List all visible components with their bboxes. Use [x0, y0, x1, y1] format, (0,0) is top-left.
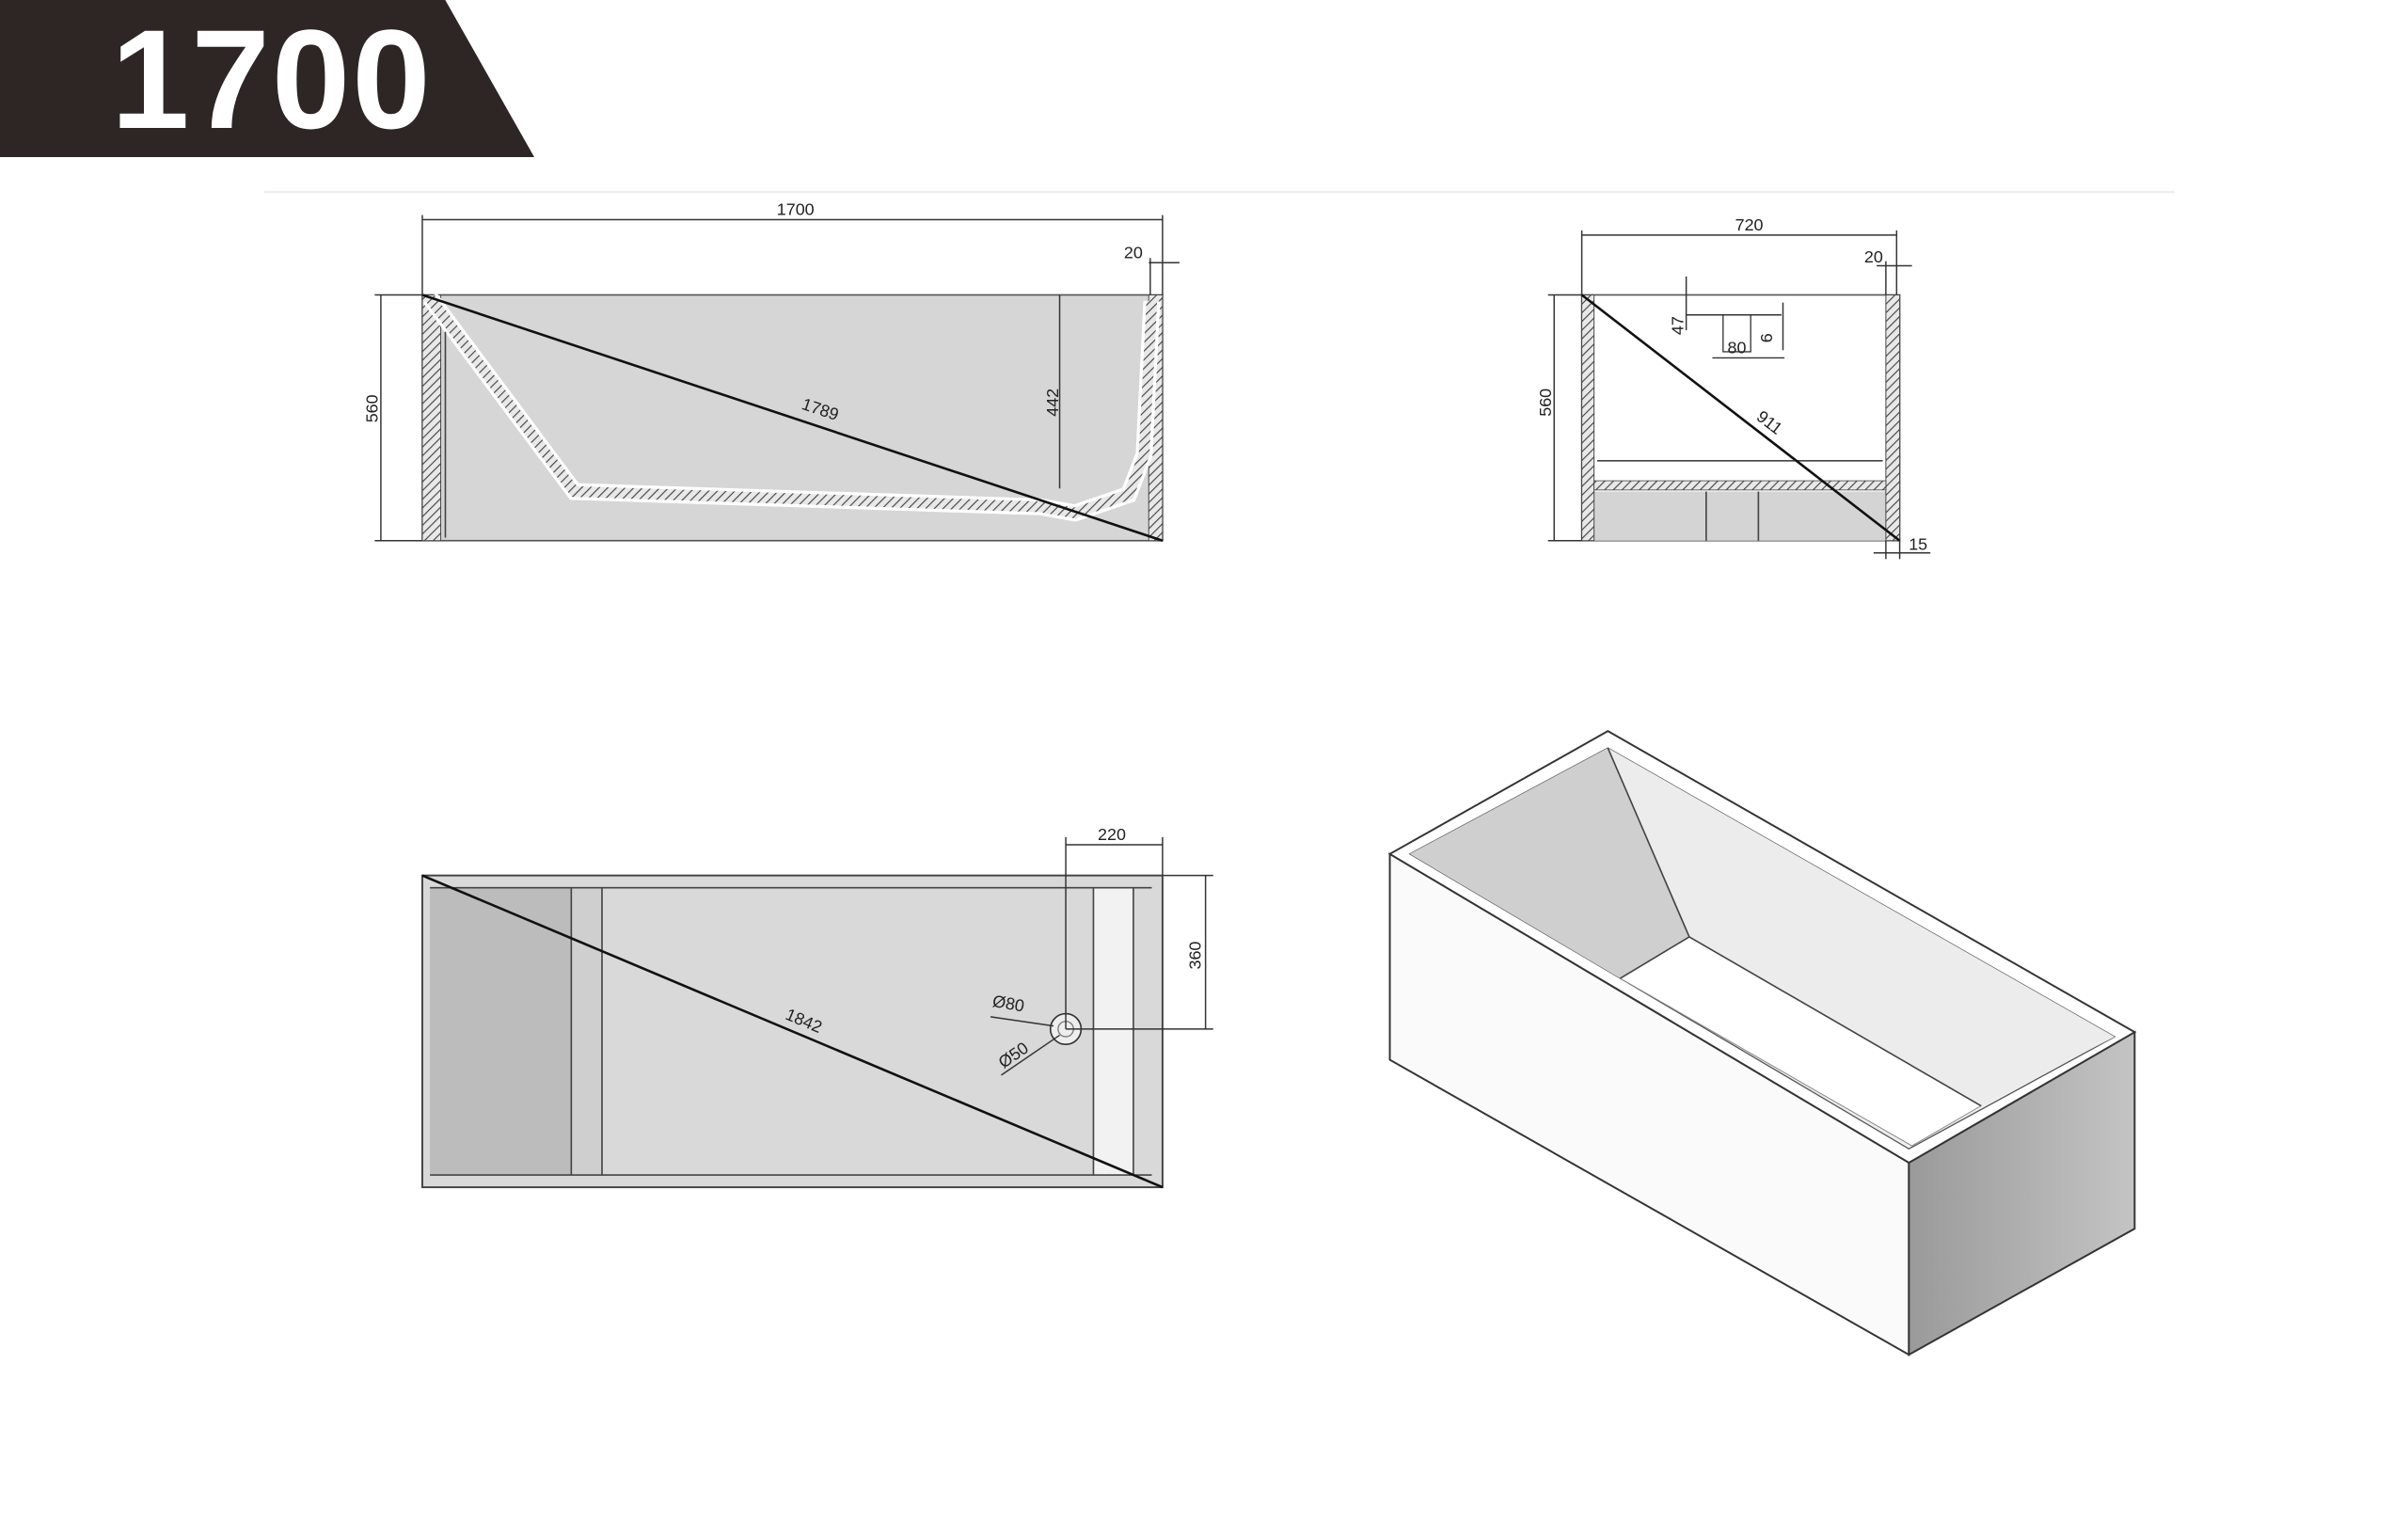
- dim-drain-y: 360: [1186, 942, 1205, 970]
- isometric-view: [1387, 730, 2137, 1357]
- dim-overflow-offset: 47: [1668, 316, 1687, 335]
- dim-base-offset: 15: [1909, 535, 1927, 554]
- dim-length: 1700: [777, 200, 815, 219]
- dim-drain-x: 220: [1098, 825, 1126, 844]
- side-section-view: 1700 20 560 442 1789: [363, 200, 1180, 542]
- banner-shape: [0, 0, 534, 157]
- dim-end-rim: 20: [1864, 247, 1883, 266]
- title-banner: [0, 0, 534, 157]
- dim-overflow-height: 6: [1757, 333, 1776, 342]
- dim-depth: 442: [1043, 389, 1062, 417]
- top-plan-view: 220 360 Ø80 Ø50 1842: [421, 825, 1213, 1189]
- dim-end-height: 560: [1536, 389, 1555, 417]
- dim-overflow-width: 80: [1728, 339, 1747, 357]
- dim-height: 560: [363, 394, 382, 422]
- dim-width: 720: [1735, 215, 1764, 234]
- dim-rim: 20: [1124, 243, 1143, 262]
- model-size-title: 1700: [111, 0, 433, 158]
- end-section-view: 720 20 560 47 80 6 911 15: [1536, 215, 1931, 560]
